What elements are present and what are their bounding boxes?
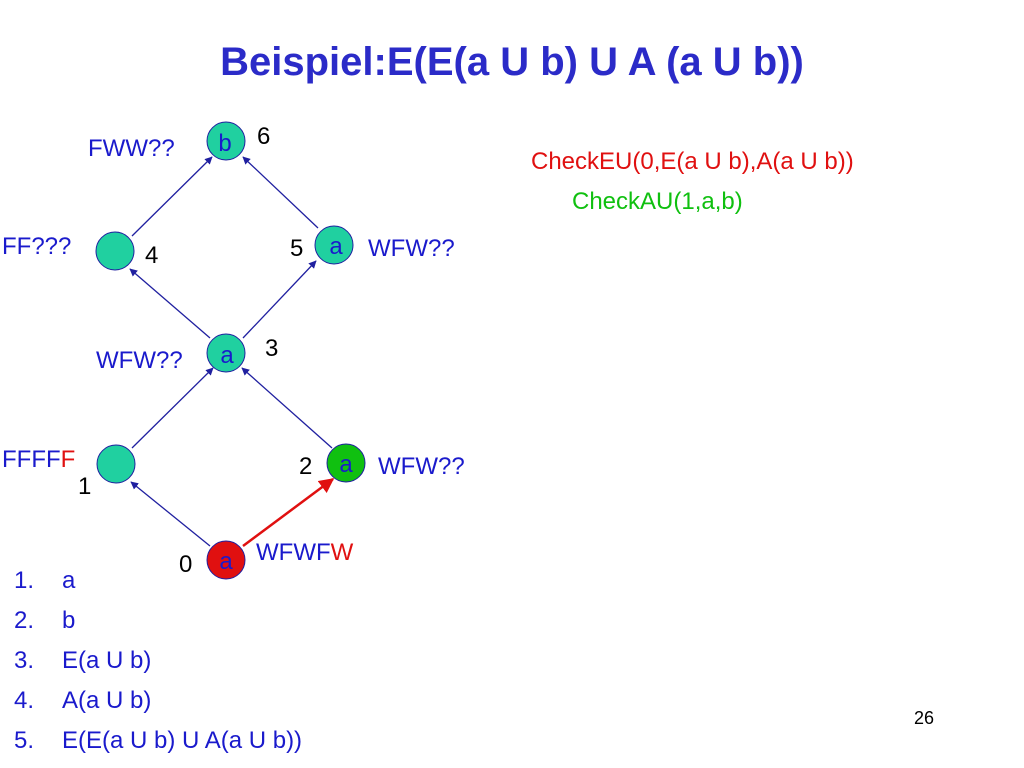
node-2-label: WFW?? [378, 453, 465, 480]
edge-0-2 [242, 477, 335, 548]
node-5-label: WFW?? [368, 235, 455, 262]
list-item-number: 5. [14, 727, 35, 754]
node-4 [95, 231, 135, 271]
page-number: 26 [914, 708, 935, 728]
node-1-label: FFFFF [2, 446, 75, 473]
list-item: 3. E(a U b) [14, 646, 302, 686]
list-item: 2. b [14, 606, 302, 646]
node-3 [206, 333, 246, 373]
node-4-number: 4 [145, 242, 158, 269]
edge-0-1 [130, 481, 211, 547]
node-6-value: b [218, 130, 231, 157]
list-item-number: 4. [14, 687, 35, 714]
subformula-list: 1. a 2. b 3. E(a U b) 4. A(a U b) 5. E(E(a U … [14, 566, 302, 766]
node-0-label: WFWFW [256, 539, 354, 566]
node-2-number: 2 [299, 453, 312, 480]
list-item-number: 3. [14, 647, 35, 674]
node-5-value: a [329, 233, 343, 260]
node-2-value: a [339, 451, 353, 478]
node-0-value: a [219, 548, 233, 575]
edge-3-5 [242, 260, 317, 339]
node-0 [206, 540, 246, 580]
node-5 [314, 225, 354, 265]
list-item-number: 1. [14, 567, 35, 594]
edge-3-4 [129, 268, 211, 339]
list-item-text: E(a U b) [62, 647, 152, 674]
node-1 [96, 444, 136, 484]
node-5-number: 5 [290, 235, 303, 262]
node-0-number: 0 [179, 551, 192, 578]
node-3-value: a [220, 342, 234, 369]
node-6-number: 6 [257, 123, 270, 150]
list-item: 1. a [14, 566, 302, 606]
edge-4-6 [131, 156, 213, 237]
node-3-label: WFW?? [96, 347, 183, 374]
check-au-call: CheckAU(1,a,b) [572, 188, 743, 215]
list-item-text: E(E(a U b) U A(a U b)) [62, 727, 303, 754]
node-6-label: FWW?? [88, 135, 175, 162]
list-item-text: b [62, 607, 76, 634]
node-6 [206, 121, 246, 161]
list-item: 4. A(a U b) [14, 686, 302, 726]
check-eu-call: CheckEU(0,E(a U b),A(a U b)) [531, 148, 854, 175]
edge-5-6 [242, 156, 319, 229]
node-3-number: 3 [265, 335, 278, 362]
edge-2-3 [241, 367, 333, 449]
edge-1-3 [131, 367, 214, 449]
node-4-label: FF??? [2, 233, 71, 260]
list-item-number: 2. [14, 607, 35, 634]
list-item: 5. E(E(a U b) U A(a U b)) [14, 726, 302, 766]
node-1-number: 1 [78, 473, 91, 500]
node-2 [326, 443, 366, 483]
list-item-text: a [62, 567, 76, 594]
slide-title: Beispiel:E(E(a U b) U A (a U b)) [220, 40, 804, 84]
list-item-text: A(a U b) [62, 687, 152, 714]
